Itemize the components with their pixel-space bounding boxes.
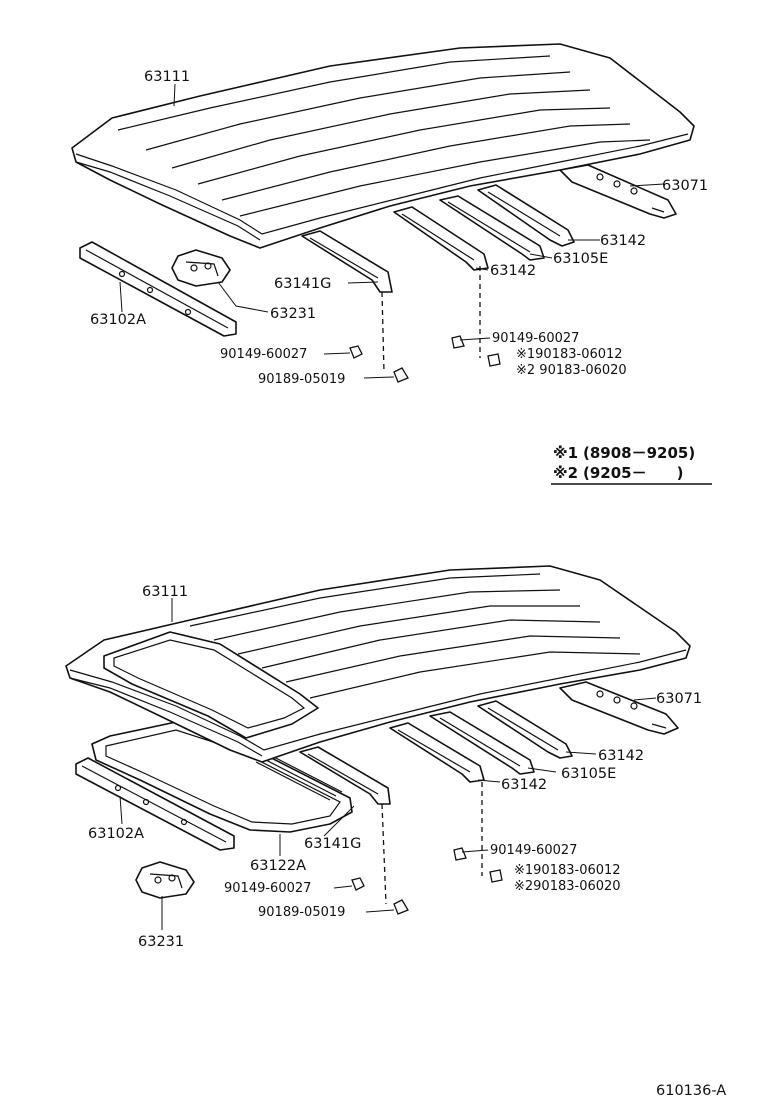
upper-label-rear-bow: 63071 [662,178,708,194]
lower-label-bracket: 63231 [138,934,184,950]
lower-label-nut-right-1: ※190183-06012 [514,863,621,878]
lower-bolt-left[interactable] [351,877,365,891]
upper-label-bolt-right: 90149-60027 [492,331,579,346]
lower-label-bolt-left: 90149-60027 [224,881,311,896]
diagram-id: 610136-A [656,1083,726,1099]
lower-bracket[interactable] [135,861,195,899]
lower-rear-bow[interactable] [559,681,679,735]
lower-sunroof-opening [103,631,319,739]
lower-label-bow-center: 63142 [501,777,547,793]
legend-range-2: (9205－ ) [583,464,683,482]
lower-label-roof-panel: 63111 [142,584,188,600]
lower-nut-right[interactable] [489,869,503,883]
lower-label-front-rail: 63102A [88,826,144,842]
upper-label-front-rail: 63102A [90,312,146,328]
lower-clip-left[interactable] [393,899,409,915]
lower-label-bow-rear-mid: 63142 [598,748,644,764]
upper-roof-panel[interactable] [71,43,695,249]
upper-nut-right[interactable] [487,353,501,367]
upper-label-bow-rear-mid: 63142 [600,233,646,249]
lower-label-sunroof-frame: 63122A [250,858,306,874]
lower-bolt-right[interactable] [453,847,467,861]
upper-label-bow-reinforcement: 63105E [553,251,608,267]
upper-rear-bow[interactable] [559,164,677,219]
lower-label-bolt-right: 90149-60027 [490,843,577,858]
lower-label-rear-bow: 63071 [656,691,702,707]
lower-label-bow-front: 63141G [304,836,361,852]
upper-bolt-left[interactable] [349,345,363,359]
date-legend: ※1 (8908－9205) ※2 (9205－ ) [551,444,712,485]
legend-range-1: (8908－9205) [583,444,695,462]
upper-label-bolt-left: 90149-60027 [220,347,307,362]
lower-label-nut-right-2: ※290183-06020 [514,879,621,894]
upper-label-nut-right-2: ※2 90183-06020 [516,363,627,378]
upper-label-bracket: 63231 [270,306,316,322]
upper-label-bow-center: 63142 [490,263,536,279]
upper-label-bow-front: 63141G [274,276,331,292]
upper-clip-left[interactable] [393,367,409,383]
upper-label-roof-panel: 63111 [144,69,190,85]
upper-label-clip-left: 90189-05019 [258,372,345,387]
upper-bracket[interactable] [171,249,231,287]
lower-label-bow-reinforcement: 63105E [561,766,616,782]
upper-bolt-right[interactable] [451,335,465,349]
legend-mark-1: ※1 [553,444,578,462]
lower-label-clip-left: 90189-05019 [258,905,345,920]
legend-mark-2: ※2 [553,464,578,482]
upper-assembly: 63111 63071 63142 63105E 63142 63141G 63… [71,43,708,387]
lower-assembly: 63111 63071 63142 63105E 63142 63141G 63… [65,565,702,950]
upper-label-nut-right-1: ※190183-06012 [516,347,623,362]
